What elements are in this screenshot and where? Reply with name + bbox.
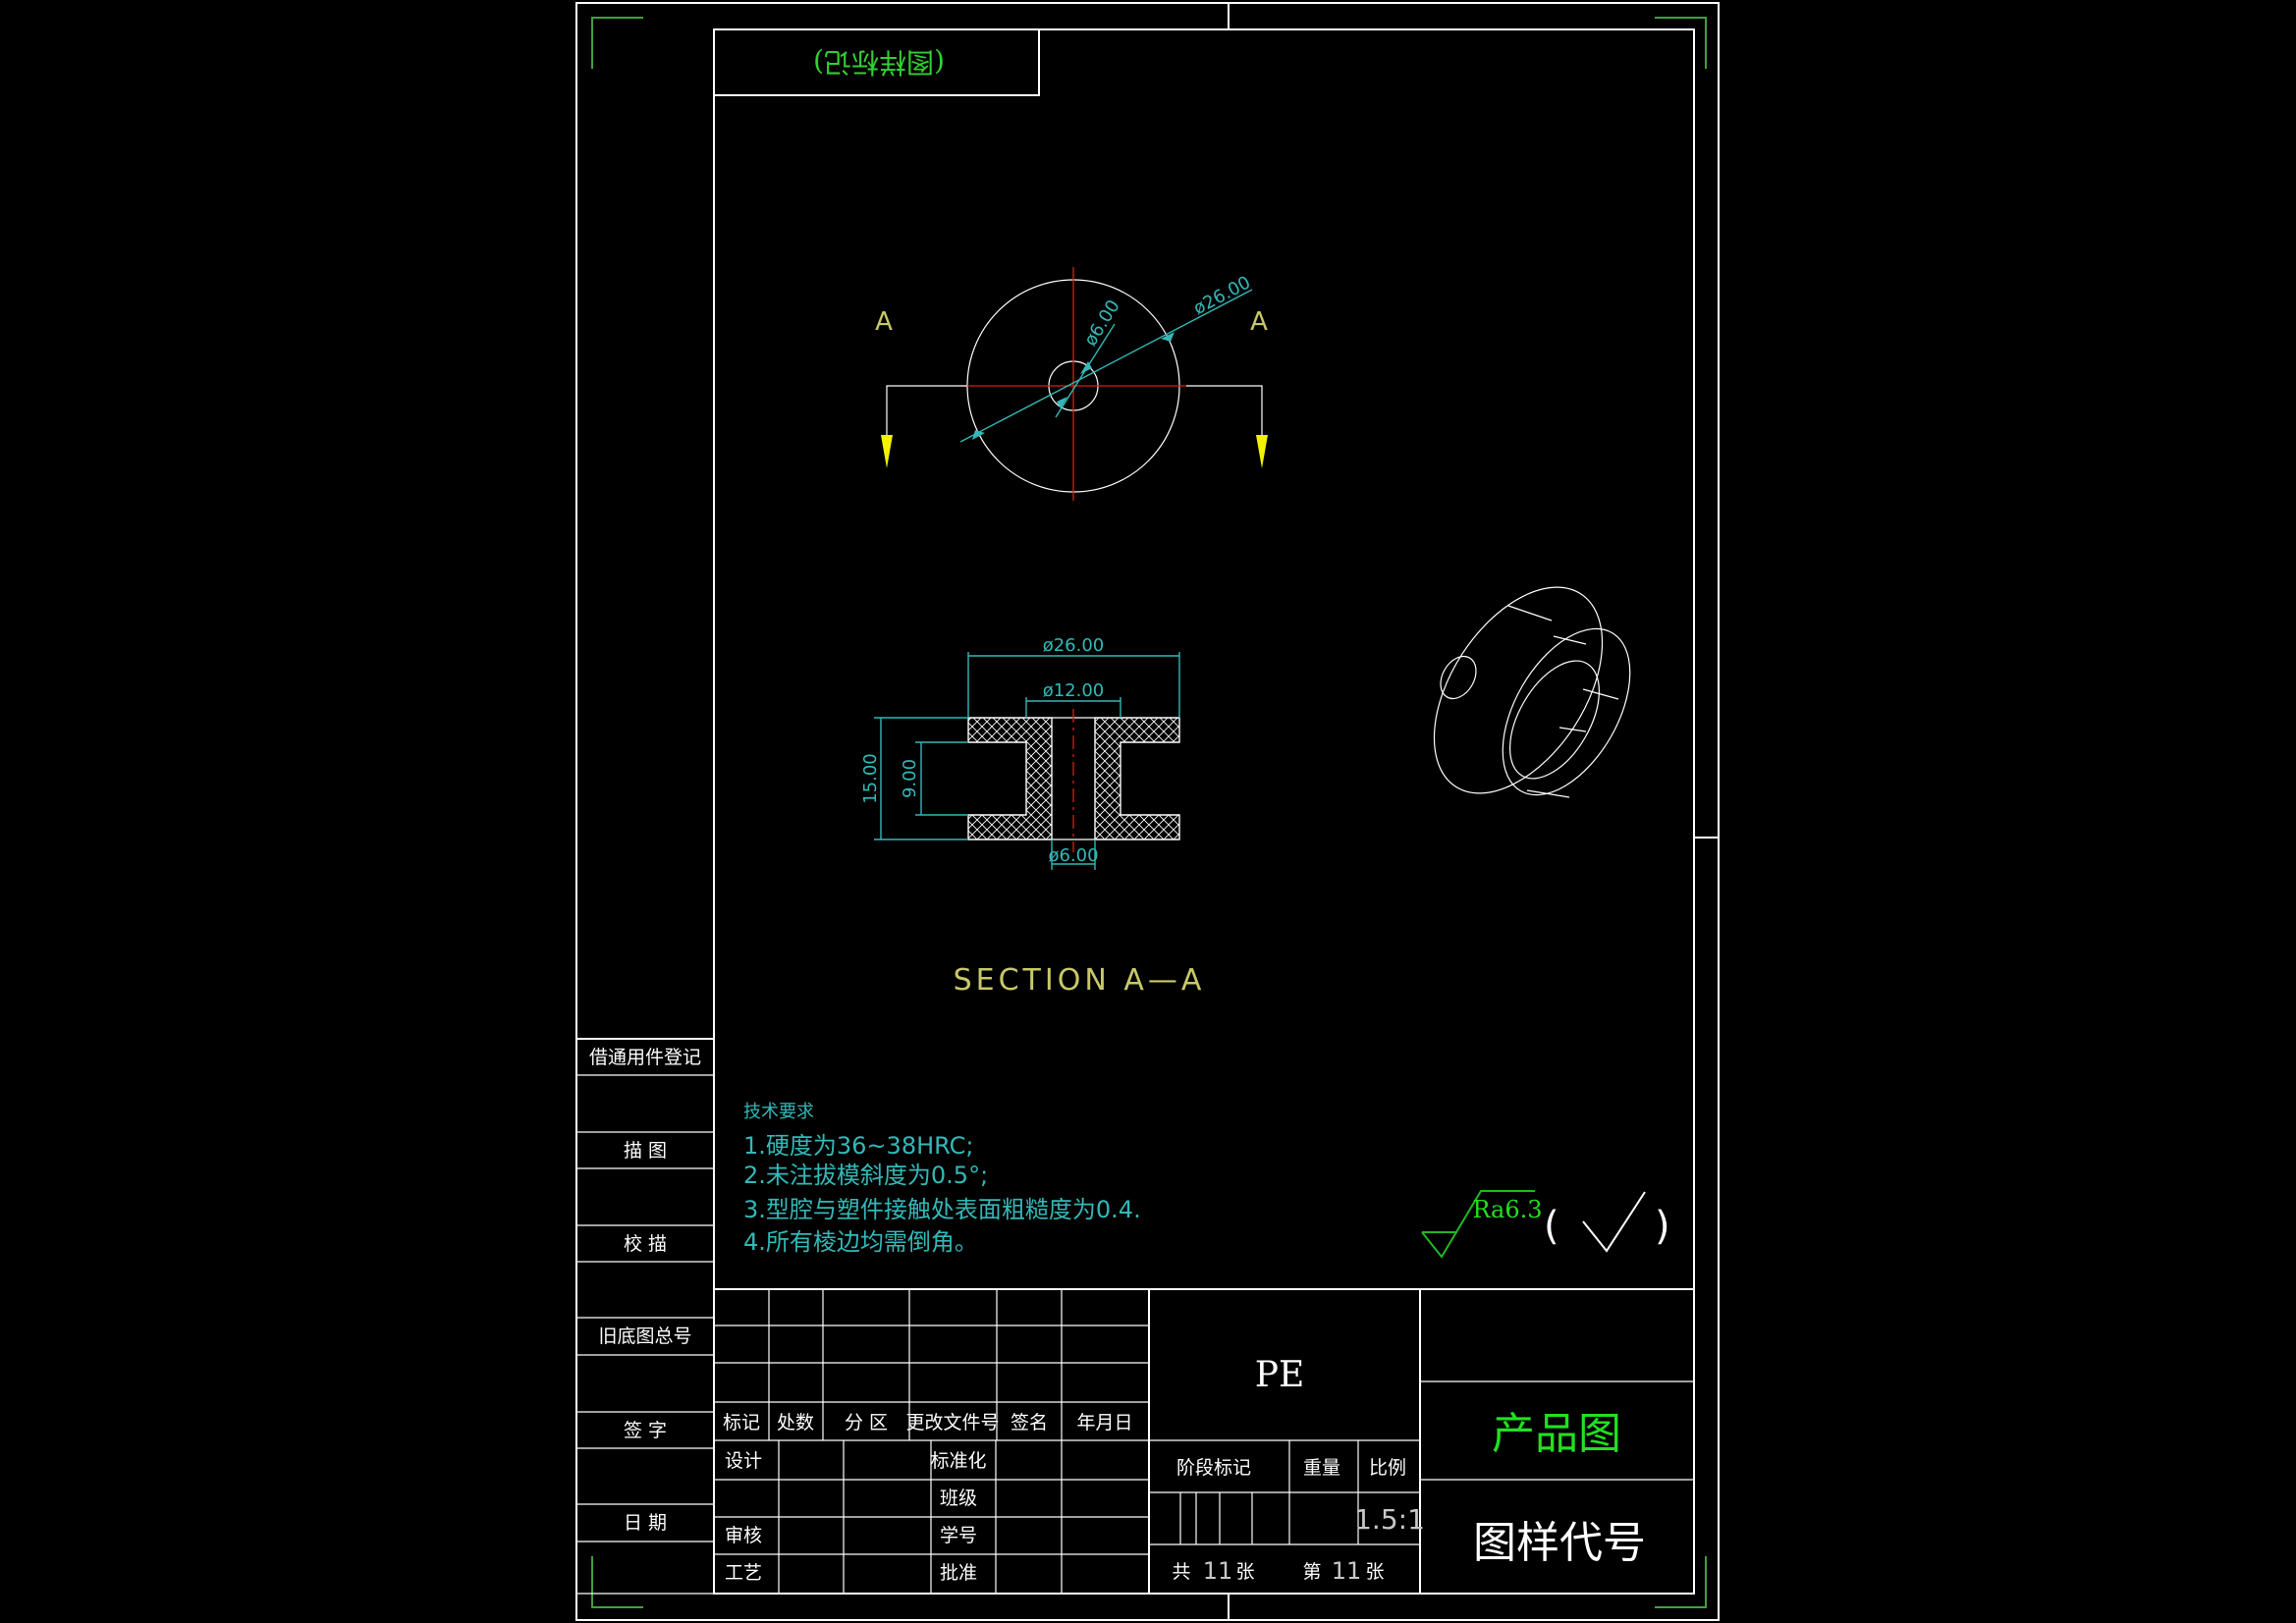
side-label-1: 借通用件登记 bbox=[589, 1047, 701, 1068]
sheet-total-suffix: 张 bbox=[1235, 1561, 1254, 1583]
weight-hdr: 重量 bbox=[1303, 1457, 1340, 1479]
roughness-value: Ra6.3 bbox=[1472, 1196, 1542, 1223]
std-standard: 标准化 bbox=[930, 1450, 986, 1472]
sec-outer-dim: ø26.00 bbox=[1043, 635, 1105, 656]
stamp-box: (图样标记) bbox=[714, 29, 1040, 96]
sheet-border bbox=[575, 2, 1720, 1621]
title-block: 标记 处数 分 区 更改文件号 签名 年月日 设计 审核 工艺 标准化 班级 学… bbox=[714, 1288, 1694, 1594]
corner-marks bbox=[591, 17, 1707, 1608]
sec-height-dim: 15.00 bbox=[860, 753, 881, 804]
sheet-num-suffix: 张 bbox=[1365, 1561, 1384, 1583]
rev-hdr-mark: 标记 bbox=[723, 1412, 760, 1434]
sheet-num-prefix: 第 bbox=[1302, 1561, 1321, 1583]
stage-hdr: 阶段标记 bbox=[1176, 1457, 1251, 1479]
sheet-total: 11 bbox=[1203, 1557, 1233, 1585]
sec-mid-dim: ø12.00 bbox=[1043, 680, 1105, 701]
view-label-left: A bbox=[875, 307, 893, 337]
sec-gap-dim: 9.00 bbox=[900, 759, 920, 798]
isometric-view bbox=[1433, 586, 1631, 798]
section-view: ø26.00 ø12.00 ø6.00 15.00 9.00 SECTION A… bbox=[860, 635, 1206, 998]
side-label-5: 签 字 bbox=[624, 1420, 667, 1441]
rev-hdr-date: 年月日 bbox=[1076, 1412, 1132, 1434]
stamp-label: (图样标记) bbox=[813, 46, 945, 79]
technical-notes: 技术要求 1.硬度为36~38HRC; 2.未注拔模斜度为0.5°; 3.型腔与… bbox=[743, 1102, 1141, 1256]
std-class: 班级 bbox=[940, 1488, 977, 1509]
top-outer-dim: ø26.00 bbox=[1190, 272, 1254, 319]
rev-hdr-sign: 签名 bbox=[1011, 1412, 1048, 1434]
std-student-no: 学号 bbox=[940, 1525, 977, 1546]
roughness-symbol: Ra6.3 ( ) bbox=[1421, 1190, 1670, 1259]
rev-hdr-docno: 更改文件号 bbox=[905, 1412, 999, 1434]
std-approve: 批准 bbox=[940, 1562, 977, 1584]
sheet-total-prefix: 共 bbox=[1172, 1561, 1190, 1583]
rev-hdr-zone: 分 区 bbox=[845, 1412, 888, 1434]
sheet-num: 11 bbox=[1332, 1557, 1362, 1585]
side-label-3: 校 描 bbox=[624, 1233, 667, 1255]
cut-arrow-right bbox=[1256, 435, 1268, 468]
note-3: 3.型腔与塑件接触处表面粗糙度为0.4. bbox=[743, 1196, 1141, 1223]
note-1: 1.硬度为36~38HRC; bbox=[743, 1132, 973, 1160]
cut-line-right bbox=[1186, 385, 1263, 440]
top-view: ø26.00 ø6.00 A A bbox=[875, 267, 1268, 501]
note-4: 4.所有棱边均需倒角。 bbox=[743, 1228, 978, 1256]
sign-process: 工艺 bbox=[725, 1562, 762, 1584]
sign-review: 审核 bbox=[725, 1525, 762, 1546]
section-title: SECTION A—A bbox=[954, 963, 1206, 998]
outer-dia-leader bbox=[959, 289, 1253, 443]
scale-value: 1.5:1 bbox=[1354, 1503, 1425, 1536]
top-inner-dim: ø6.00 bbox=[1080, 297, 1124, 350]
sec-inner-dim: ø6.00 bbox=[1048, 845, 1098, 866]
side-label-6: 日 期 bbox=[624, 1512, 667, 1534]
scale-hdr: 比例 bbox=[1369, 1457, 1406, 1479]
side-label-4: 旧底图总号 bbox=[598, 1325, 691, 1347]
section-hatch-right bbox=[1094, 717, 1180, 840]
rev-hdr-count: 处数 bbox=[777, 1412, 814, 1434]
side-column: 借通用件登记 描 图 校 描 旧底图总号 签 字 日 期 bbox=[576, 1038, 714, 1595]
side-label-2: 描 图 bbox=[624, 1140, 667, 1162]
cut-line-left bbox=[886, 385, 967, 440]
sign-design: 设计 bbox=[725, 1450, 762, 1472]
drawing-title: 产品图 bbox=[1492, 1409, 1621, 1459]
roughness-paren-open: ( bbox=[1544, 1204, 1559, 1249]
notes-heading: 技术要求 bbox=[743, 1102, 814, 1122]
material: PE bbox=[1255, 1355, 1305, 1395]
roughness-check-icon bbox=[1582, 1191, 1646, 1253]
note-2: 2.未注拔模斜度为0.5°; bbox=[743, 1162, 988, 1189]
cut-arrow-left bbox=[881, 435, 893, 468]
view-label-right: A bbox=[1250, 307, 1268, 337]
roughness-paren-close: ) bbox=[1655, 1204, 1670, 1249]
section-hatch-left bbox=[967, 717, 1053, 840]
drawing-number: 图样代号 bbox=[1473, 1518, 1646, 1568]
